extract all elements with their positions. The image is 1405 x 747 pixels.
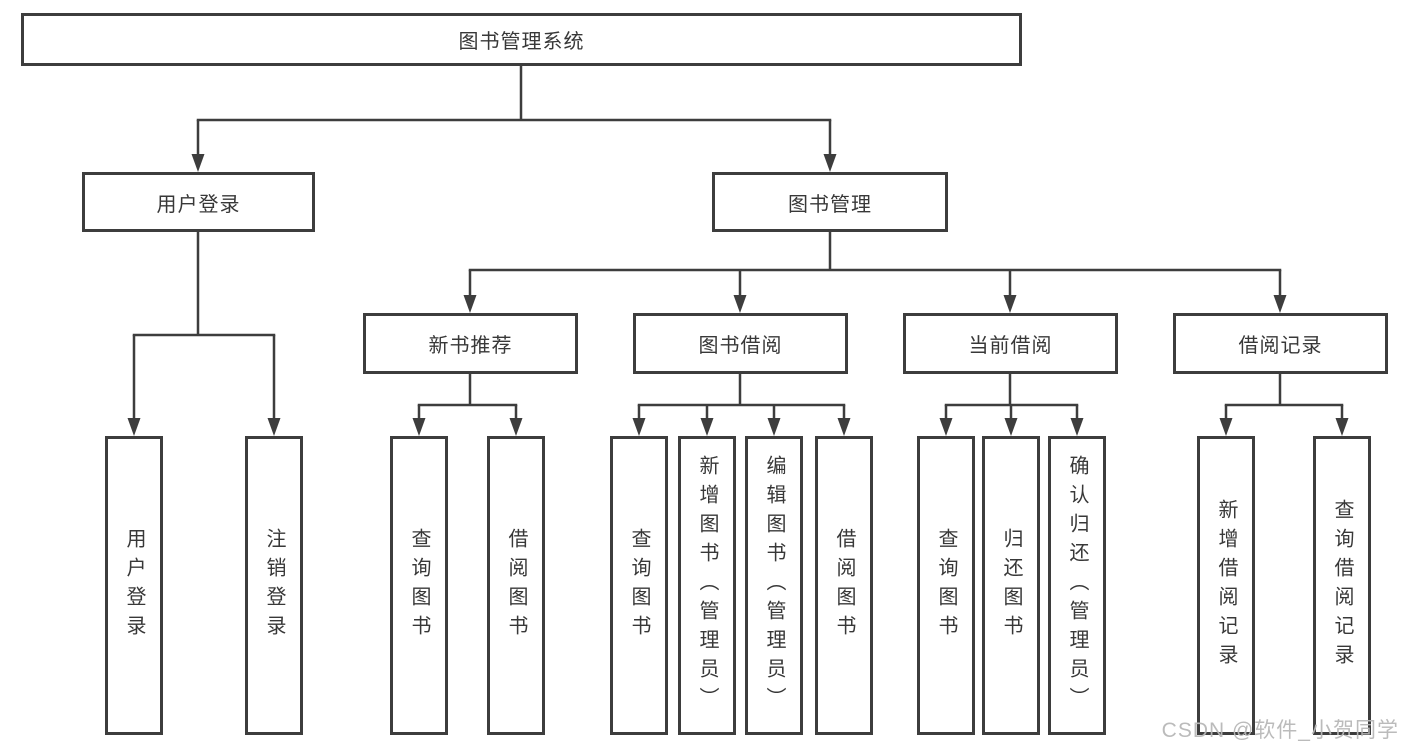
leaf-edit-book-admin: 编辑图书（管理员） bbox=[745, 436, 803, 735]
node-user-login: 用户登录 bbox=[82, 172, 315, 232]
leaf-add-borrow-record-label: 新增借阅记录 bbox=[1215, 498, 1237, 673]
leaf-borrow-book-2: 借阅图书 bbox=[815, 436, 873, 735]
node-borrow-record: 借阅记录 bbox=[1173, 313, 1388, 374]
node-book-borrow-label: 图书借阅 bbox=[698, 335, 783, 357]
node-new-book-recommend-label: 新书推荐 bbox=[428, 335, 513, 357]
leaf-confirm-return-admin-label: 确认归还（管理员） bbox=[1066, 455, 1088, 716]
leaf-edit-book-admin-label: 编辑图书（管理员） bbox=[763, 455, 785, 716]
node-book-management: 图书管理 bbox=[712, 172, 948, 232]
leaf-borrow-book-1-label: 借阅图书 bbox=[505, 527, 527, 644]
node-current-borrow-label: 当前借阅 bbox=[968, 335, 1053, 357]
leaf-query-book-3-label: 查询图书 bbox=[935, 527, 957, 644]
leaf-user-login-label: 用户登录 bbox=[123, 527, 145, 644]
node-root: 图书管理系统 bbox=[21, 13, 1022, 66]
node-borrow-record-label: 借阅记录 bbox=[1238, 335, 1323, 357]
node-root-label: 图书管理系统 bbox=[458, 31, 585, 53]
leaf-add-book-admin-label: 新增图书（管理员） bbox=[696, 455, 718, 716]
leaf-query-book-3: 查询图书 bbox=[917, 436, 975, 735]
node-book-borrow: 图书借阅 bbox=[633, 313, 848, 374]
leaf-return-book-label: 归还图书 bbox=[1000, 527, 1022, 644]
leaf-user-login: 用户登录 bbox=[105, 436, 163, 735]
leaf-borrow-book-2-label: 借阅图书 bbox=[833, 527, 855, 644]
leaf-logout: 注销登录 bbox=[245, 436, 303, 735]
leaf-query-borrow-record: 查询借阅记录 bbox=[1313, 436, 1371, 735]
node-book-management-label: 图书管理 bbox=[788, 193, 872, 216]
node-new-book-recommend: 新书推荐 bbox=[363, 313, 578, 374]
leaf-query-book-1-label: 查询图书 bbox=[408, 527, 430, 644]
leaf-query-book-1: 查询图书 bbox=[390, 436, 448, 735]
leaf-query-book-2: 查询图书 bbox=[610, 436, 668, 735]
leaf-borrow-book-1: 借阅图书 bbox=[487, 436, 545, 735]
leaf-confirm-return-admin: 确认归还（管理员） bbox=[1048, 436, 1106, 735]
leaf-return-book: 归还图书 bbox=[982, 436, 1040, 735]
leaf-query-borrow-record-label: 查询借阅记录 bbox=[1331, 498, 1353, 673]
node-current-borrow: 当前借阅 bbox=[903, 313, 1118, 374]
csdn-watermark: CSDN @软件_小贺同学 bbox=[1161, 719, 1399, 742]
leaf-add-borrow-record: 新增借阅记录 bbox=[1197, 436, 1255, 735]
leaf-query-book-2-label: 查询图书 bbox=[628, 527, 650, 644]
leaf-add-book-admin: 新增图书（管理员） bbox=[678, 436, 736, 735]
leaf-logout-label: 注销登录 bbox=[263, 527, 285, 644]
node-user-login-label: 用户登录 bbox=[156, 193, 241, 216]
